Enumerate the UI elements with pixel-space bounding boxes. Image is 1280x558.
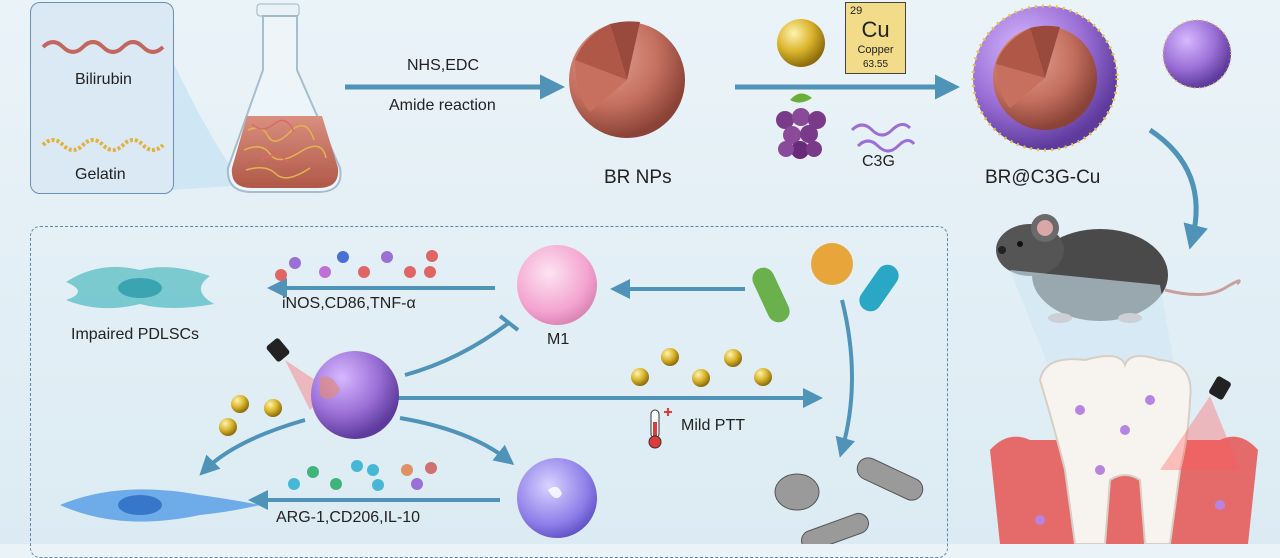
- reagents-label: NHS,EDC: [407, 57, 480, 74]
- dead-bacteria: [774, 457, 924, 544]
- br-nps-label: BR NPs: [604, 167, 672, 188]
- m1-cell: [517, 245, 597, 325]
- element-number: 29: [850, 5, 863, 17]
- legend-box: Bilirubin Gelatin: [30, 2, 174, 194]
- br-np-sphere: [569, 21, 685, 138]
- impaired-pdlscs-label: Impaired PDLSCs: [71, 326, 200, 343]
- diagram-graphics: [60, 3, 1258, 544]
- c3g-label: C3G: [862, 153, 895, 170]
- m1-markers-label: iNOS,CD86,TNF-α: [282, 295, 416, 312]
- br-c3g-cu-sphere: [971, 4, 1119, 152]
- mechanism-panel: [30, 226, 948, 558]
- copper-element-card: 29 Cu Copper 63.55: [845, 2, 906, 74]
- copper-particle: [777, 19, 825, 67]
- element-name: Copper: [857, 44, 894, 56]
- legend-squiggles: [41, 40, 165, 152]
- m2-markers-label: ARG-1,CD206,IL-10: [276, 509, 421, 526]
- grape-icon: [776, 93, 826, 159]
- element-mass: 63.55: [862, 59, 889, 70]
- reaction-label: Amide reaction: [389, 97, 496, 114]
- flask-icon: [226, 3, 342, 193]
- m1-label: M1: [547, 331, 570, 348]
- element-symbol: Cu: [861, 17, 890, 42]
- legend-gelatin: Gelatin: [75, 166, 126, 183]
- mechanism-nanoparticle: [311, 351, 399, 439]
- small-product-sphere: [1163, 20, 1231, 88]
- product-label: BR@C3G-Cu: [985, 167, 1101, 188]
- mild-ptt-label: Mild PTT: [681, 417, 745, 434]
- bacteria-icon: [752, 243, 899, 323]
- laser-icon: [1160, 376, 1240, 470]
- legend-bilirubin: Bilirubin: [75, 71, 132, 88]
- thermometer-icon: [648, 408, 672, 449]
- tooth-icon: [990, 355, 1258, 544]
